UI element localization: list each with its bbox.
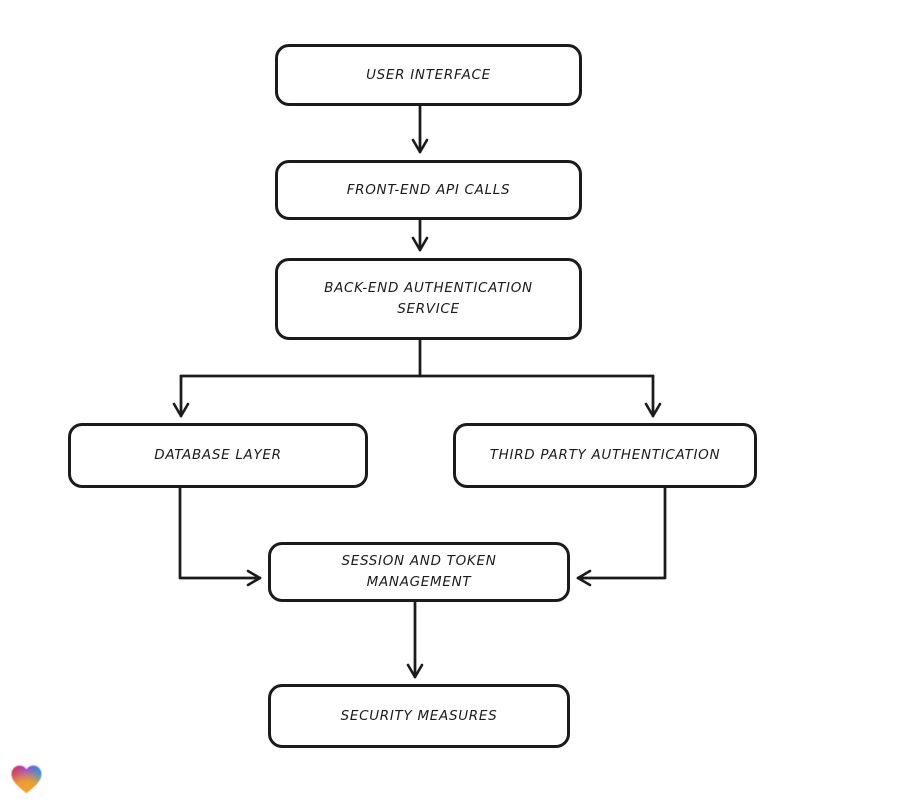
edge-database-layer-to-session-and-token-management (178, 486, 262, 587)
node-label: SECURITY MEASURES (340, 707, 498, 724)
node-front-end-api-calls: FRONT-END API CALLS (275, 160, 582, 220)
node-user-interface: USER INTERFACE (275, 44, 582, 106)
node-third-party-authentication: THIRD PARTY AUTHENTICATION (453, 423, 757, 488)
node-label: DATABASE LAYER (154, 447, 282, 464)
node-label: SESSION AND TOKEN MANAGEMENT (341, 553, 497, 590)
node-label: BACK-END AUTHENTICATION SERVICE (324, 280, 533, 317)
node-label: THIRD PARTY AUTHENTICATION (489, 447, 721, 464)
node-label: USER INTERFACE (366, 66, 491, 83)
edge-third-party-authentication-to-session-and-token-management (576, 486, 667, 587)
node-session-and-token-management: SESSION AND TOKEN MANAGEMENT (268, 542, 570, 602)
node-back-end-authentication-service: BACK-END AUTHENTICATION SERVICE (275, 258, 582, 340)
heart-icon (11, 765, 42, 793)
node-security-measures: SECURITY MEASURES (268, 684, 570, 748)
heart-logo[interactable] (8, 761, 45, 797)
node-label: FRONT-END API CALLS (346, 181, 511, 198)
node-database-layer: DATABASE LAYER (68, 423, 368, 488)
